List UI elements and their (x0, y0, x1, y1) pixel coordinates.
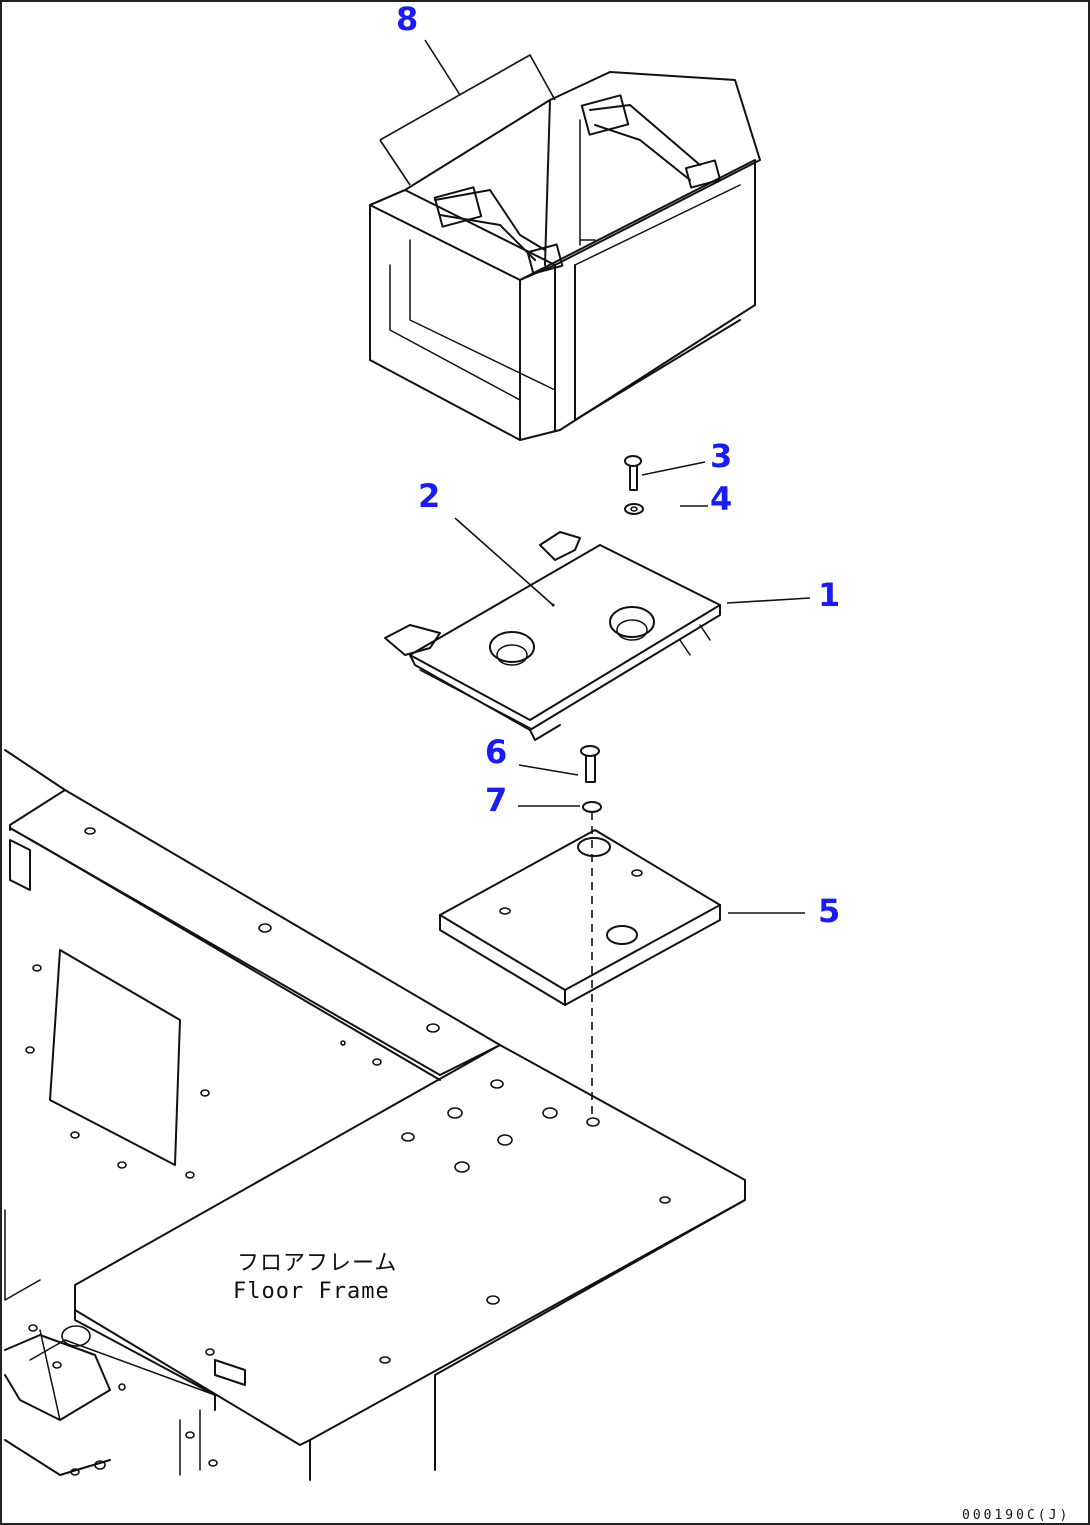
callout-5: 5 (818, 892, 840, 930)
callout-8: 8 (396, 0, 418, 38)
tray-part-1-2 (384, 517, 811, 741)
washer-part-7 (518, 801, 602, 813)
floor-frame (4, 749, 746, 1481)
frame-label-japanese: フロアフレーム (237, 1251, 397, 1276)
drawing-code: 000190C(J) (962, 1508, 1070, 1523)
plate-part-5 (439, 829, 805, 1006)
bolt-part-6 (518, 745, 600, 783)
battery-part-8 (369, 39, 761, 441)
callout-2: 2 (418, 477, 440, 515)
callout-3: 3 (710, 437, 732, 475)
frame-label-english: Floor Frame (233, 1279, 390, 1304)
callout-6: 6 (485, 733, 507, 771)
callout-1: 1 (818, 576, 840, 614)
washer-part-4 (624, 503, 708, 515)
frame-holes (25, 827, 671, 1476)
bolt-part-3 (624, 455, 706, 491)
callout-4: 4 (710, 480, 732, 518)
callout-7: 7 (485, 781, 507, 819)
